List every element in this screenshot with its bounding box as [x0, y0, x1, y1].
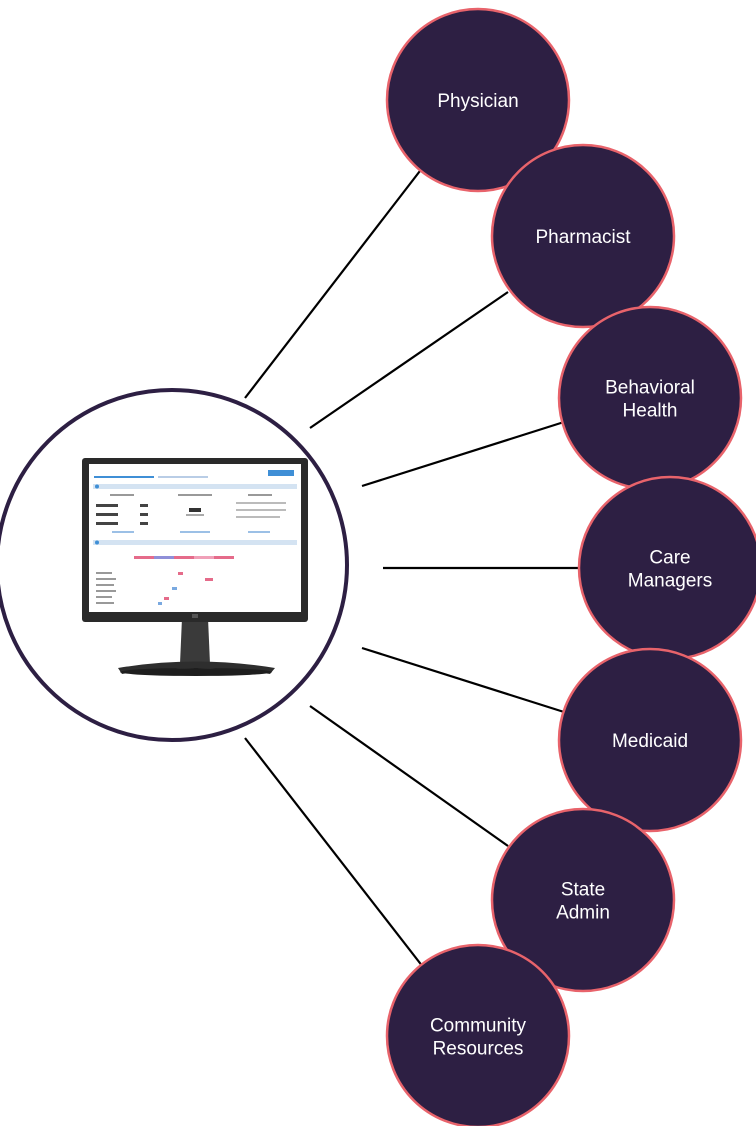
connector-community-resources	[244, 737, 424, 968]
screen-big-caption	[186, 514, 204, 516]
screen-header-line-2	[158, 476, 208, 478]
screen-list-4	[96, 590, 116, 592]
screen-logo	[268, 470, 294, 476]
monitor-icon	[82, 458, 308, 676]
connector-pharmacist	[309, 291, 509, 429]
monitor-logo-dot	[192, 614, 198, 618]
node-circle-physician	[385, 7, 571, 193]
screen-list-6	[96, 602, 114, 604]
screen-big-number	[189, 508, 201, 512]
screen-strip-3	[174, 556, 194, 559]
node-label-community-resources: Resources	[433, 1039, 524, 1060]
node-label-behavioral-health: Health	[623, 401, 678, 422]
node-medicaid: Medicaid	[557, 647, 743, 833]
nodes: PhysicianPharmacistBehavioralHealthCareM…	[385, 7, 756, 1126]
screen-strip-5	[214, 556, 234, 559]
screen-marker-4	[164, 597, 169, 600]
screen-row-value-1	[140, 504, 148, 507]
node-physician: Physician	[385, 7, 571, 193]
connector-medicaid	[361, 646, 565, 714]
screen-note-1	[236, 502, 286, 504]
node-label-behavioral-health: Behavioral	[605, 378, 695, 399]
screen-note-2	[236, 509, 286, 511]
screen-marker-2	[205, 578, 213, 581]
connector-behavioral-health	[361, 420, 565, 488]
screen-link-2	[180, 531, 210, 533]
screen-strip-4	[194, 556, 214, 559]
monitor-base-shadow	[120, 668, 272, 676]
screen-row-value-3	[140, 522, 148, 525]
screen-section-bar-1	[93, 484, 297, 489]
screen-note-3	[236, 516, 280, 518]
screen-list-1	[96, 572, 112, 574]
screen-list-5	[96, 596, 112, 598]
screen-strip-1	[134, 556, 154, 559]
node-label-care-managers: Managers	[628, 571, 713, 592]
screen-list-3	[96, 584, 114, 586]
node-pharmacist: Pharmacist	[490, 143, 676, 329]
connectors	[244, 166, 585, 968]
node-circle-community-resources	[385, 943, 571, 1126]
hub	[0, 388, 349, 742]
screen-marker-5	[158, 602, 162, 605]
node-circle-pharmacist	[490, 143, 676, 329]
screen-col-title-2	[178, 494, 212, 496]
screen-marker-3	[172, 587, 177, 590]
screen-strip-2	[154, 556, 174, 559]
node-label-care-managers: Care	[649, 548, 690, 569]
screen-link-1	[112, 531, 134, 533]
node-label-physician: Physician	[437, 91, 518, 112]
screen-list-2	[96, 578, 116, 580]
screen-col-title-3	[248, 494, 272, 496]
screen-dashboard	[93, 470, 297, 605]
screen-col-title-1	[110, 494, 134, 496]
node-label-state-admin: Admin	[556, 903, 610, 924]
screen-header-line	[94, 476, 154, 478]
screen-link-3	[248, 531, 270, 533]
screen-row-label-1	[96, 504, 118, 507]
screen-marker-1	[178, 572, 183, 575]
screen-section-dot-2	[95, 540, 99, 545]
node-label-pharmacist: Pharmacist	[535, 227, 631, 248]
monitor-stand-base	[118, 661, 275, 674]
monitor-stand-neck	[180, 618, 210, 664]
screen-row-label-2	[96, 513, 118, 516]
screen-row-value-2	[140, 513, 148, 516]
node-label-medicaid: Medicaid	[612, 731, 688, 752]
node-circle-medicaid	[557, 647, 743, 833]
screen-section-bar-2	[93, 540, 297, 545]
connector-physician	[244, 166, 424, 399]
connector-state-admin	[309, 705, 509, 847]
node-circle-state-admin	[490, 807, 676, 993]
screen-section-dot-1	[95, 484, 99, 489]
node-label-community-resources: Community	[430, 1016, 527, 1037]
screen-row-label-3	[96, 522, 118, 525]
node-label-state-admin: State	[561, 880, 605, 901]
